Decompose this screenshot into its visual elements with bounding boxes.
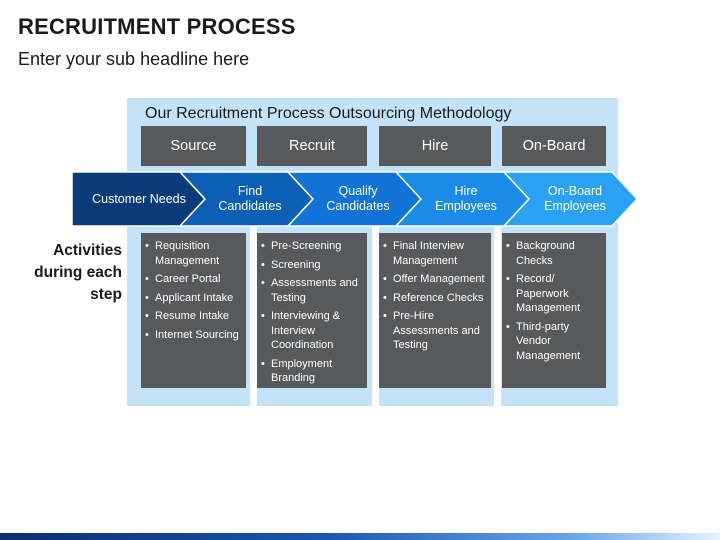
activity-item: • Record/ Paperwork Management bbox=[506, 272, 600, 316]
stage-header-hire: Hire bbox=[379, 126, 491, 166]
activity-item: • Final Interview Management bbox=[383, 239, 485, 268]
activity-text: Pre-Screening bbox=[271, 240, 342, 252]
bullet-icon: • bbox=[383, 240, 387, 252]
bullet-icon: • bbox=[383, 273, 387, 285]
activity-item: • Employment Branding bbox=[261, 357, 361, 386]
activities-column-onboard: • Background Checks • Record/ Paperwork Man… bbox=[502, 233, 606, 388]
bullet-icon: • bbox=[261, 310, 265, 322]
stage-header-onboard: On-Board bbox=[502, 126, 606, 166]
activity-item: • Resume Intake bbox=[145, 309, 240, 324]
activity-item: • Third-party Vendor Management bbox=[506, 320, 600, 364]
bullet-icon: • bbox=[506, 240, 510, 252]
activity-text: Career Portal bbox=[155, 273, 221, 285]
activity-text: Resume Intake bbox=[155, 310, 229, 322]
panel-title: Our Recruitment Process Outsourcing Meth… bbox=[145, 105, 512, 122]
activity-item: • Applicant Intake bbox=[145, 291, 240, 306]
activity-text: Requisition Management bbox=[155, 240, 220, 267]
activity-text: Reference Checks bbox=[393, 291, 484, 304]
activity-item: • Requisition Management bbox=[145, 239, 240, 268]
flow-label-qualify-candidates: Qualify Candidates bbox=[326, 184, 390, 213]
activity-text: Offer Management bbox=[393, 273, 485, 285]
flow-label-find-candidates: Find Candidates bbox=[218, 184, 282, 213]
activity-text: Screening bbox=[271, 258, 321, 271]
column-divider bbox=[494, 212, 501, 406]
flow-arrow-onboard-employees bbox=[502, 171, 639, 227]
activity-text: Final Interview Management bbox=[393, 240, 464, 267]
activity-item: • Pre-Screening bbox=[261, 239, 361, 254]
activity-item: • Internet Sourcing bbox=[145, 328, 240, 343]
activity-text: Record/ Paperwork Management bbox=[516, 273, 581, 314]
bullet-icon: • bbox=[145, 240, 149, 252]
bullet-icon: • bbox=[145, 310, 149, 322]
bullet-icon: • bbox=[261, 258, 265, 271]
activity-item: • Background Checks bbox=[506, 239, 600, 268]
activities-label: Activities during each step bbox=[34, 242, 122, 303]
activity-item: • Screening bbox=[261, 258, 361, 273]
activity-text: Employment Branding bbox=[271, 357, 333, 385]
activity-text: Third-party Vendor Management bbox=[516, 320, 581, 362]
flow-label-onboard-employees: On-Board Employees bbox=[544, 184, 606, 213]
activities-column-hire: • Final Interview Management • Offer Manage… bbox=[379, 233, 491, 388]
activity-text: Pre-Hire Assessments and Testing bbox=[393, 310, 480, 351]
activities-column-recruit: • Pre-Screening • Screening • Assessments and… bbox=[257, 233, 367, 388]
bullet-icon: • bbox=[506, 320, 510, 333]
flow-label-hire-employees: Hire Employees bbox=[435, 184, 497, 213]
bullet-icon: • bbox=[261, 357, 265, 370]
activity-text: Applicant Intake bbox=[155, 291, 234, 304]
activity-item: • Reference Checks bbox=[383, 291, 485, 306]
activity-text: Background Checks bbox=[516, 240, 575, 267]
bullet-icon: • bbox=[383, 310, 387, 322]
activities-column-source: • Requisition Management • Career Portal • Ap… bbox=[141, 233, 246, 388]
bullet-icon: • bbox=[383, 291, 387, 304]
activity-item: • Assessments and Testing bbox=[261, 276, 361, 305]
bullet-icon: • bbox=[261, 240, 265, 252]
activity-item: • Offer Management bbox=[383, 272, 485, 287]
activity-text: Interviewing & Interview Coordination bbox=[271, 310, 341, 351]
column-divider bbox=[372, 212, 379, 406]
stage-header-recruit: Recruit bbox=[257, 126, 367, 166]
column-divider bbox=[250, 212, 257, 406]
bullet-icon: • bbox=[261, 277, 265, 289]
bullet-icon: • bbox=[145, 291, 149, 304]
bullet-icon: • bbox=[145, 328, 149, 341]
footer-bar bbox=[0, 533, 720, 540]
bullet-icon: • bbox=[506, 273, 510, 285]
page-title: RECRUITMENT PROCESS bbox=[18, 14, 296, 39]
activity-item: • Career Portal bbox=[145, 272, 240, 287]
bullet-icon: • bbox=[145, 273, 149, 285]
activity-text: Internet Sourcing bbox=[155, 328, 239, 341]
page-subtitle: Enter your sub headline here bbox=[18, 49, 250, 69]
activity-item: • Pre-Hire Assessments and Testing bbox=[383, 309, 485, 353]
stage-header-source: Source bbox=[141, 126, 246, 166]
activity-text: Assessments and Testing bbox=[271, 277, 358, 304]
flow-label-customer-needs: Customer Needs bbox=[92, 191, 186, 206]
activity-item: • Interviewing & Interview Coordination bbox=[261, 309, 361, 353]
